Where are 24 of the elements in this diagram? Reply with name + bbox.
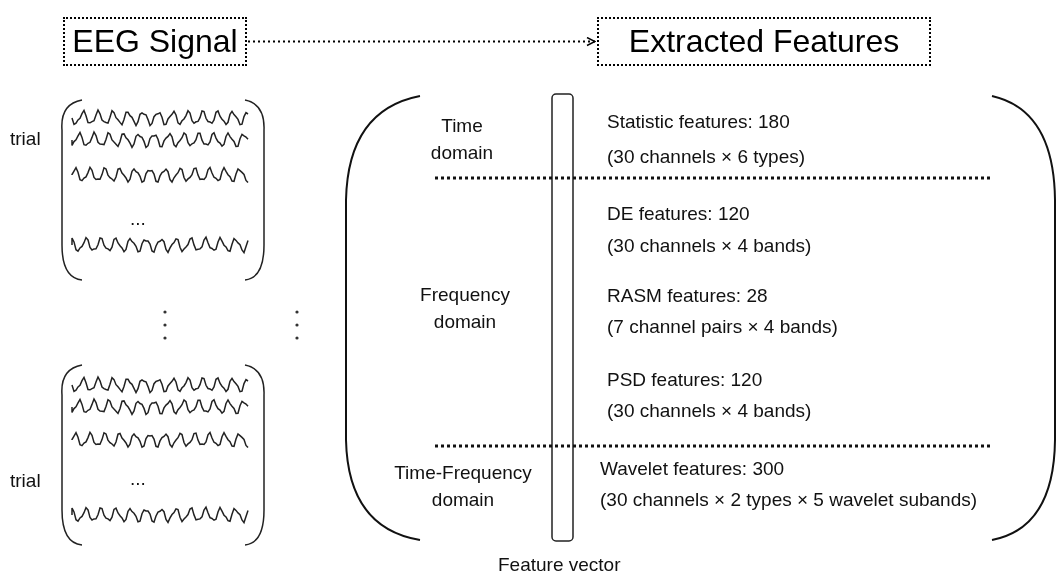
feature-note: (30 channels × 2 types × 5 wavelet subands) [600,488,978,512]
feature-label: PSD features: 120 [607,368,763,392]
bar-caption: Feature vector [498,553,621,577]
ellipsis: ... [130,207,146,231]
title-box [63,17,247,66]
ellipsis: ... [130,467,146,491]
feature-vector-bar [551,93,574,542]
feature-label: Statistic features: 180 [607,110,790,134]
feature-label: RASM features: 28 [607,284,768,308]
feature-note: (30 channels × 4 bands) [607,399,812,423]
feature-note: (30 channels × 4 bands) [607,234,812,258]
domain-label: Frequency domain [419,283,511,334]
arrow [247,36,596,47]
feature-label: DE features: 120 [607,202,750,226]
domain-label: Time-Frequency domain [393,461,533,512]
domain-label: Time domain [429,114,495,165]
row-label: trial [10,469,41,493]
feature-note: (30 channels × 6 types) [607,145,806,169]
title-box [597,17,931,66]
feature-label: Wavelet features: 300 [600,457,785,481]
title-text: EEG Signal [72,23,238,60]
row-label: trial [10,127,41,151]
title-text: Extracted Features [628,23,900,60]
feature-note: (7 channel pairs × 4 bands) [607,315,838,339]
